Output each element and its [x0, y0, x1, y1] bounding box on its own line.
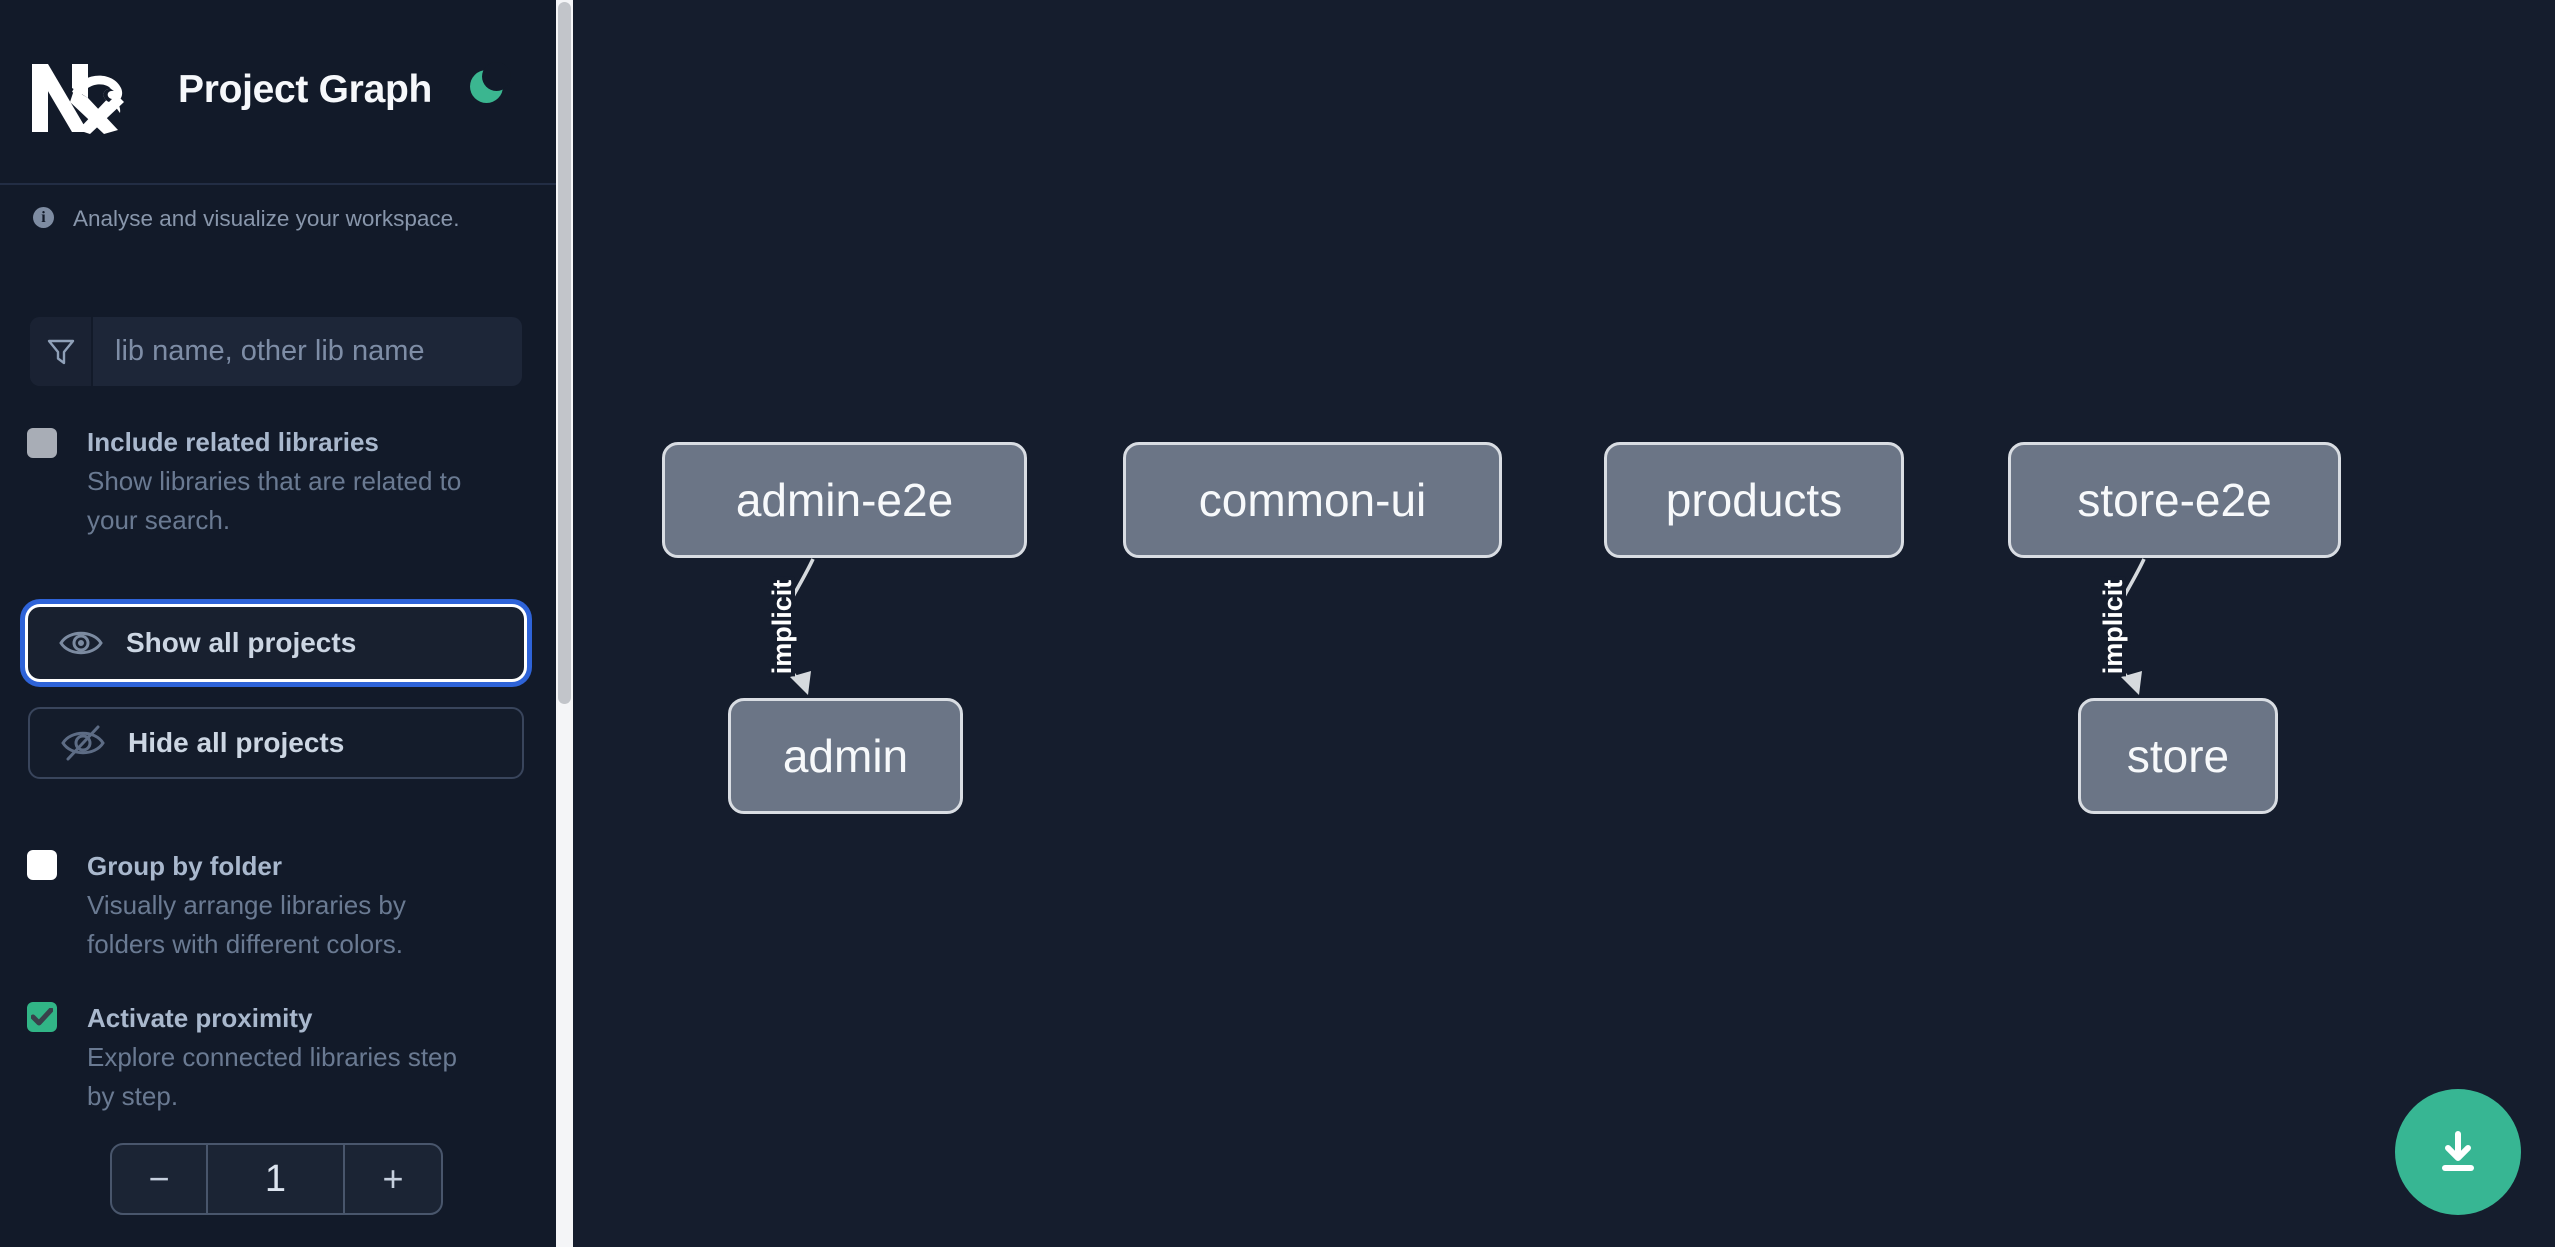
proximity-depth-stepper: − 1 +: [110, 1143, 443, 1215]
show-all-projects-button[interactable]: Show all projects: [28, 607, 524, 679]
page-title: Project Graph: [178, 68, 432, 111]
download-image-button[interactable]: [2395, 1089, 2521, 1215]
info-icon: i: [33, 207, 54, 228]
graph-node-common-ui[interactable]: common-ui: [1123, 442, 1502, 558]
scrollbar-thumb[interactable]: [558, 2, 571, 704]
eye-off-icon: [61, 725, 105, 761]
header-divider: [0, 183, 556, 185]
checkbox-group-by-folder-desc: Visually arrange libraries by: [87, 890, 406, 920]
checkbox-activate-proximity-label[interactable]: Activate proximity: [87, 1003, 313, 1033]
check-icon: [31, 1008, 53, 1026]
graph-node-store[interactable]: store: [2078, 698, 2278, 814]
checkbox-activate-proximity-desc: by step.: [87, 1081, 179, 1111]
download-icon: [2442, 1131, 2474, 1171]
checkbox-activate-proximity-desc: Explore connected libraries step: [87, 1042, 457, 1072]
graph-node-store-e2e[interactable]: store-e2e: [2008, 442, 2341, 558]
graph-node-products[interactable]: products: [1604, 442, 1904, 558]
nx-logo-icon: [32, 64, 124, 134]
checkbox-include-related-label[interactable]: Include related libraries: [87, 427, 379, 457]
checkbox-include-related-desc: your search.: [87, 505, 231, 535]
graph-canvas[interactable]: [573, 0, 2555, 1247]
checkbox-group-by-folder-label[interactable]: Group by folder: [87, 851, 282, 881]
info-text: Analyse and visualize your workspace.: [73, 206, 460, 231]
eye-icon: [59, 631, 103, 655]
graph-node-admin[interactable]: admin: [728, 698, 963, 814]
sidebar-scrollbar[interactable]: [556, 0, 573, 1247]
theme-toggle-moon-icon[interactable]: [470, 62, 511, 106]
stepper-increment-button[interactable]: +: [382, 1158, 404, 1199]
graph-node-admin-e2e[interactable]: admin-e2e: [662, 442, 1027, 558]
checkbox-group-by-folder[interactable]: [27, 850, 57, 880]
stepper-value: 1: [208, 1145, 345, 1213]
checkbox-include-related[interactable]: [27, 428, 57, 458]
hide-all-projects-button[interactable]: Hide all projects: [28, 707, 524, 779]
checkbox-activate-proximity[interactable]: [27, 1002, 57, 1032]
search-box: [30, 317, 522, 386]
checkbox-group-by-folder-desc: folders with different colors.: [87, 929, 403, 959]
funnel-icon: [30, 317, 93, 386]
show-all-projects-label: Show all projects: [126, 627, 357, 658]
checkbox-include-related-desc: Show libraries that are related to: [87, 466, 462, 496]
hide-all-projects-label: Hide all projects: [128, 727, 345, 758]
stepper-decrement-button[interactable]: −: [112, 1145, 208, 1213]
sidebar: Project Graph i Analyse and visualize yo…: [0, 0, 556, 1247]
search-input[interactable]: [93, 317, 522, 386]
